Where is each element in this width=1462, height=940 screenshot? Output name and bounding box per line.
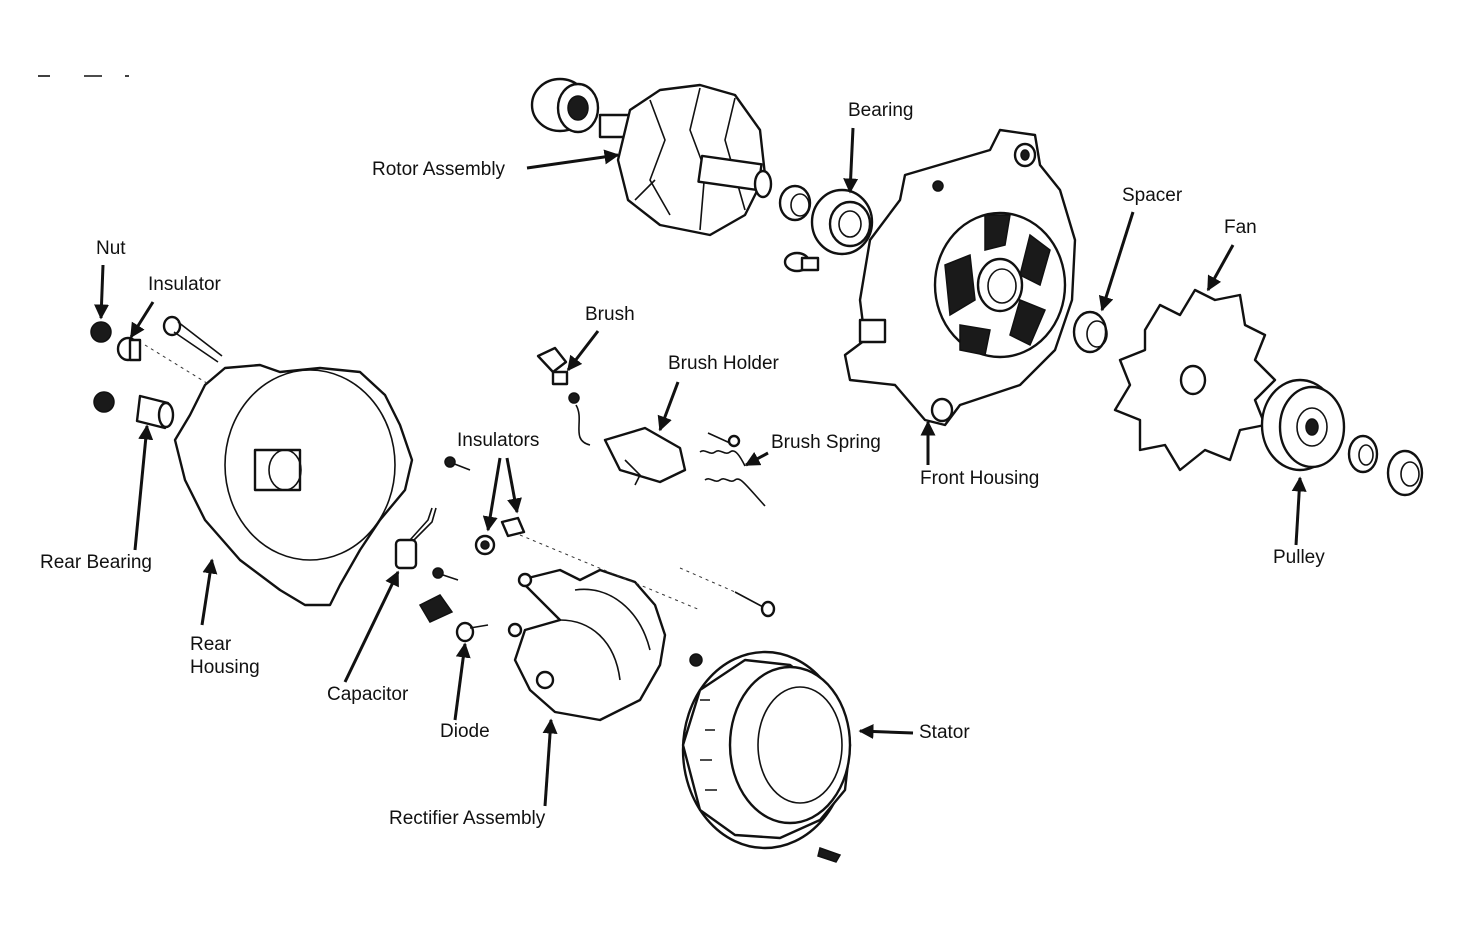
arrow-spacer — [1098, 211, 1135, 312]
insulator-part — [116, 336, 142, 362]
label-rectifier-assembly: Rectifier Assembly — [389, 808, 546, 829]
capacitor-part — [394, 507, 437, 570]
insulators-part — [474, 516, 526, 556]
rear-housing-part — [173, 363, 414, 607]
arrow-insulators-2 — [505, 457, 522, 514]
label-capacitor: Capacitor — [327, 684, 409, 705]
arrow-insulators-1 — [482, 457, 502, 532]
alignment-guides — [144, 344, 736, 611]
arrow-stator — [858, 724, 914, 740]
label-bearing: Bearing — [848, 100, 914, 121]
label-insulators: Insulators — [457, 430, 540, 451]
label-brush-spring: Brush Spring — [771, 432, 881, 453]
label-front-housing: Front Housing — [920, 468, 1040, 489]
label-pulley: Pulley — [1273, 547, 1325, 568]
rectifier-assembly-part — [507, 568, 667, 722]
arrow-brush-holder — [657, 381, 680, 432]
arrow-nut — [94, 264, 110, 320]
arrow-fan — [1206, 244, 1235, 292]
brush-holder-part — [603, 426, 687, 486]
label-rotor-assembly: Rotor Assembly — [372, 159, 506, 180]
arrow-bearing — [843, 127, 859, 194]
small-screws — [432, 456, 776, 667]
label-insulator: Insulator — [148, 274, 221, 295]
arrow-rear-housing — [200, 558, 218, 626]
label-spacer: Spacer — [1122, 185, 1183, 206]
stator-part — [681, 650, 852, 863]
brush-spring-part — [699, 432, 766, 507]
label-brush: Brush — [585, 304, 635, 325]
arrow-rotor-assembly — [526, 149, 620, 170]
arrow-diode — [453, 642, 471, 721]
label-nut: Nut — [96, 238, 126, 259]
label-rear-housing-line2: Housing — [190, 657, 260, 678]
arrow-rectifier-assembly — [542, 718, 558, 807]
label-stator: Stator — [919, 722, 970, 743]
fan-part — [1113, 288, 1277, 472]
arrow-capacitor — [343, 570, 400, 683]
brush-part — [536, 346, 591, 446]
arrow-insulator — [129, 301, 155, 339]
pulley-part — [1260, 378, 1424, 497]
label-fan: Fan — [1224, 217, 1257, 238]
leader-arrows — [94, 127, 1307, 807]
label-rear-bearing: Rear Bearing — [40, 552, 152, 573]
through-bolt-part — [162, 315, 223, 363]
label-brush-holder: Brush Holder — [668, 353, 779, 374]
front-housing-part — [843, 128, 1077, 427]
arrow-brush-spring — [744, 451, 769, 467]
bearing-part — [778, 184, 874, 273]
diode-trio-part — [418, 594, 454, 623]
rotor-assembly-part — [530, 77, 773, 237]
arrow-rear-bearing — [133, 424, 154, 551]
label-diode: Diode — [440, 721, 490, 742]
label-rear-housing-line1: Rear — [190, 634, 232, 655]
rear-bearing-part — [135, 394, 175, 430]
arrow-brush — [566, 330, 600, 372]
arrow-pulley — [1291, 476, 1307, 546]
diode-part — [455, 621, 489, 643]
spacer-part — [1072, 310, 1108, 354]
nut-part — [90, 321, 115, 413]
